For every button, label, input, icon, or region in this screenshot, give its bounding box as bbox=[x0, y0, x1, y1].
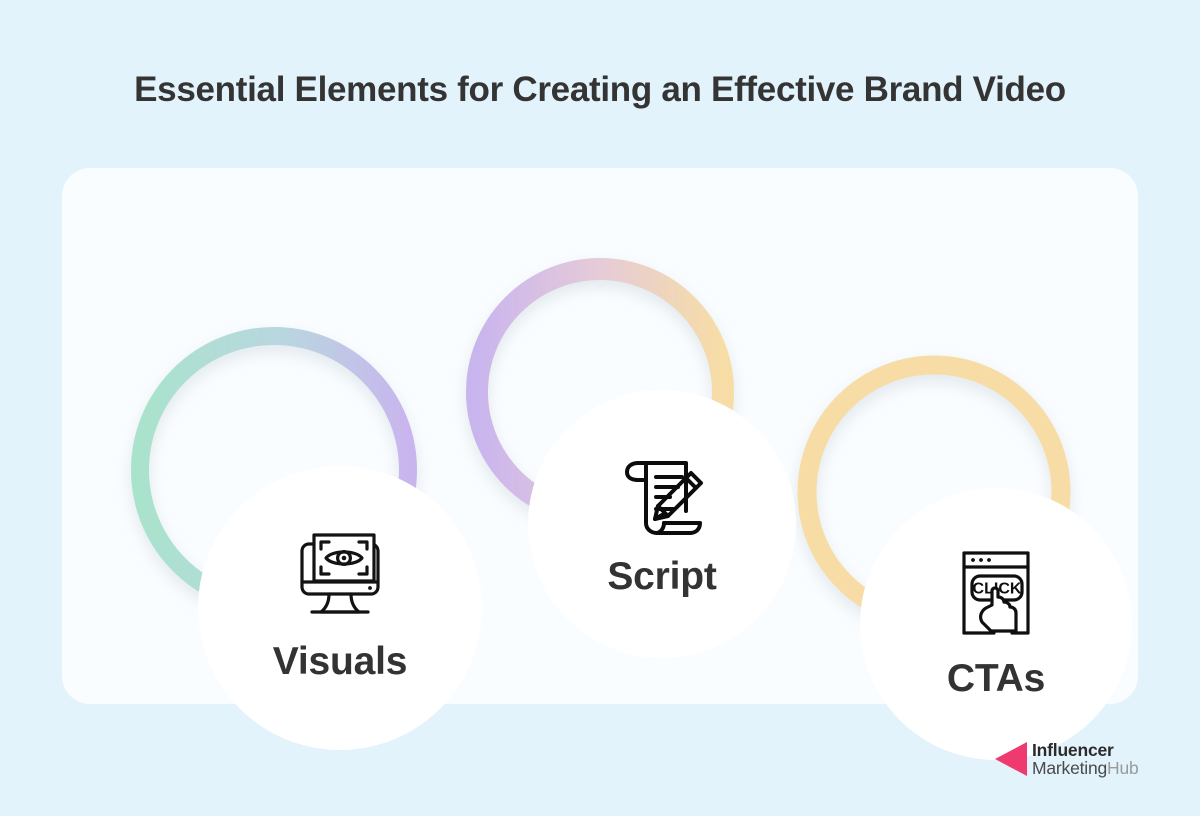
diagram-node-visuals[interactable]: Visuals bbox=[198, 466, 482, 750]
browser-click-hand-icon: CLICK bbox=[954, 547, 1038, 641]
brand-logo-marketing: Marketing bbox=[1032, 758, 1108, 778]
diagram-node-ctas[interactable]: CLICK CTAs bbox=[860, 488, 1132, 760]
brand-logo-text: Influencer MarketingHub bbox=[1032, 741, 1139, 777]
node-script-label: Script bbox=[607, 555, 717, 598]
brand-logo-line1: Influencer bbox=[1032, 739, 1114, 760]
node-script-inner: Script bbox=[550, 412, 774, 636]
brand-logo[interactable]: Influencer MarketingHub bbox=[993, 740, 1139, 778]
page-title: Essential Elements for Creating an Effec… bbox=[134, 70, 1066, 109]
scroll-pencil-icon bbox=[612, 449, 712, 541]
monitor-eye-icon bbox=[288, 532, 392, 624]
diagram-node-script[interactable]: Script bbox=[528, 390, 796, 658]
brand-logo-line2: MarketingHub bbox=[1032, 759, 1139, 777]
node-ctas-inner: CLICK CTAs bbox=[879, 507, 1113, 741]
node-ctas-label: CTAs bbox=[946, 657, 1046, 700]
brand-logo-hub: Hub bbox=[1107, 758, 1139, 778]
pink-triangle-icon bbox=[993, 740, 1029, 778]
diagram-stage: Visuals bbox=[62, 168, 1138, 760]
node-visuals-inner: Visuals bbox=[216, 484, 464, 732]
node-visuals-label: Visuals bbox=[272, 640, 408, 683]
diagram-card: Visuals bbox=[62, 168, 1138, 760]
